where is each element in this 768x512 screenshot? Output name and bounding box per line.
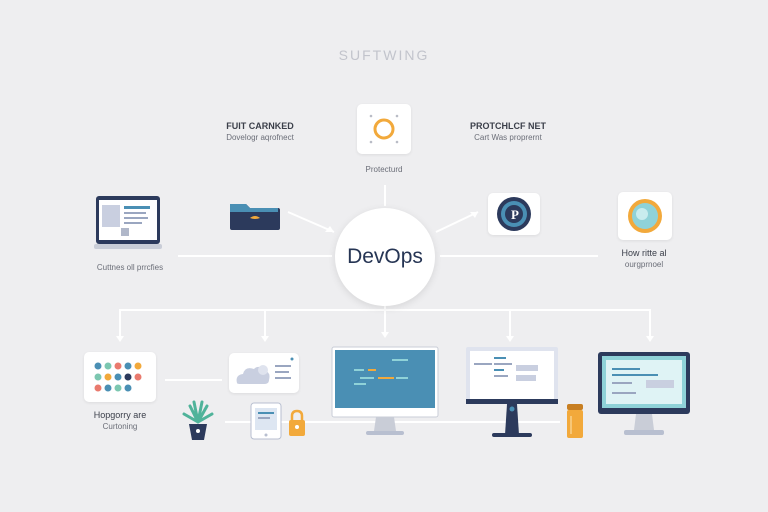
devops-hub: DevOps	[335, 208, 435, 306]
label-bottom-left: Hopgorry are Curtoning	[70, 410, 170, 432]
label-top-left-heading: FUIT CARNKED	[226, 121, 294, 131]
cloud-icon	[236, 357, 294, 384]
folder-icon	[230, 204, 280, 230]
gear-card: P	[488, 193, 540, 235]
cloud-card	[229, 353, 299, 393]
label-bottom-left-sub: Curtoning	[102, 422, 138, 431]
lock-icon	[289, 409, 305, 436]
svg-text:P: P	[511, 207, 519, 222]
label-mid-left-text: Cuttnes oll prrcfies	[96, 263, 164, 272]
label-bottom-left-heading: Hopgorry are	[93, 410, 147, 420]
cup-icon	[567, 404, 583, 438]
laptop-left-icon	[94, 196, 162, 249]
label-top-center: Protecturd	[335, 164, 433, 175]
monitor-center-icon	[331, 346, 439, 435]
label-top-left-sub: Dovelogr aqrofnect	[226, 133, 294, 142]
label-top-right-heading: PROTCHLCF NET	[470, 121, 546, 131]
dots-card	[84, 352, 156, 402]
monitor-far-right-icon	[598, 352, 690, 435]
label-top-left: FUIT CARNKED Dovelogr aqrofnect	[200, 121, 320, 143]
orb-icon	[628, 199, 662, 233]
label-top-right-sub: Cart Was proprernt	[474, 133, 542, 142]
plant-icon	[182, 400, 214, 440]
label-top-right: PROTCHLCF NET Cart Was proprernt	[448, 121, 568, 143]
color-dots-icon	[94, 362, 142, 392]
label-top-center-text: Protecturd	[365, 165, 403, 174]
label-mid-left: Cuttnes oll prrcfies	[70, 262, 190, 273]
ring-icon	[369, 114, 399, 144]
tablet-icon	[250, 402, 282, 440]
diagram-title: SUFTWING	[338, 47, 430, 63]
label-mid-right-sub: ourgprnoel	[624, 260, 664, 269]
orb-card	[618, 192, 672, 240]
label-mid-right: How ritte al ourgprnoel	[592, 248, 696, 270]
label-mid-right-heading: How ritte al	[621, 248, 667, 258]
monitor-right-icon	[466, 347, 558, 437]
gear-icon: P	[497, 197, 531, 231]
ring-card	[357, 104, 411, 154]
